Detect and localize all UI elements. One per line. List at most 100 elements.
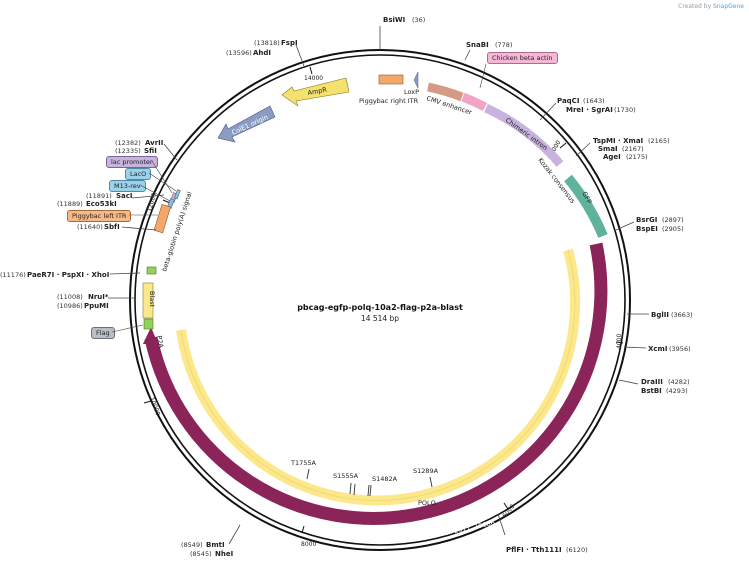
site-sfii-pos: (12335) <box>115 147 141 155</box>
loxp-label: LoxP <box>404 88 419 96</box>
site-bstbi-pos: (4293) <box>666 387 688 395</box>
piggybac-right-itr-label: Piggybac right ITR <box>359 97 419 105</box>
mutation-tick-t1755a <box>306 468 310 480</box>
tick-14000 <box>309 66 313 75</box>
snapgene-watermark: Created by SnapGene <box>678 3 744 10</box>
cole1-origin-feature <box>217 105 276 143</box>
site-leader-tspmi <box>575 142 591 157</box>
site-leader-xcmi <box>623 346 647 349</box>
tag-chicken-beta-actin: Chicken beta actin <box>487 52 558 64</box>
site-mrei-sgrai-pos: (1730) <box>614 106 636 114</box>
site-leader-sbfi <box>121 226 157 231</box>
tick-8000 <box>301 525 305 534</box>
site-leader-draiii <box>618 379 639 385</box>
tick-6000 <box>503 502 509 510</box>
site-leader-bmti <box>228 524 241 545</box>
site-eco53ki-name: Eco53kI <box>86 200 117 208</box>
tick-label-10000: 10000 <box>148 396 161 417</box>
plasmid-name: pbcag-egfp-polq-10a2-flag-p2a-blast <box>297 303 463 312</box>
small-green-feature <box>146 266 157 275</box>
site-eco53ki-pos: (11889) <box>57 200 83 208</box>
site-paqci-name: PaqCI <box>557 97 579 105</box>
blast-label: Blast <box>148 291 156 308</box>
mutation-tick-s1482a <box>367 484 370 497</box>
chicken-beta-actin-feature <box>461 92 488 112</box>
site-smai-pos: (2167) <box>622 145 644 153</box>
site-nhei-name: NheI <box>215 550 233 558</box>
tag-flag: Flag <box>91 327 115 339</box>
site-paer7i-pspxi-xhoi-name: PaeR7I · PspXI · XhoI <box>27 271 109 279</box>
tick-label-8000: 8000 <box>301 541 316 548</box>
gfp-feature <box>564 174 608 238</box>
translation-arrowhead <box>143 327 158 344</box>
site-pflfi-tth111i-name: PflFI · Tth111I <box>506 546 562 554</box>
tick-label-12000: 12000 <box>146 192 158 212</box>
site-fspi-name: FspI <box>281 39 298 47</box>
site-bmti-name: BmtI <box>206 541 225 549</box>
ampr-label: AmpR <box>307 86 328 97</box>
site-leader-saci <box>131 194 165 199</box>
site-leader-paqci <box>539 102 557 121</box>
site-pflfi-tth111i-pos: (6120) <box>566 546 588 554</box>
site-sbfi-name: SbfI <box>104 223 120 231</box>
site-bmti-pos: (8549) <box>181 541 203 549</box>
tag-laco: LacO <box>125 168 152 180</box>
site-nrui-name: NruI* <box>88 293 109 301</box>
mutation-tick-s1555a <box>349 482 352 495</box>
mutation-label-t1755a: T1755A <box>290 459 317 467</box>
beta-globin-polya-label: beta-globin poly(A) signal <box>160 190 194 272</box>
mutation-label-s1482a: S1482A <box>372 475 398 483</box>
site-sfii-name: SfiI <box>144 147 157 155</box>
p2a-label: P2A <box>155 335 165 349</box>
tag-m13-rev: M13-rev <box>109 180 146 192</box>
site-bstbi-name: BstBI <box>641 387 662 395</box>
site-bsrgi-name: BsrGI <box>636 216 657 224</box>
site-leader-snabi <box>464 49 471 61</box>
site-saci-pos: (11891) <box>86 192 112 200</box>
site-leader-bsrgi <box>615 221 635 231</box>
site-sbfi-pos: (11640) <box>77 223 103 231</box>
site-bsrgi-pos: (2897) <box>662 216 684 224</box>
site-saci-name: SacI <box>116 192 133 200</box>
site-paqci-pos: (1643) <box>583 97 605 105</box>
site-tspmi-xmai-pos: (2165) <box>648 137 670 145</box>
piggybac-right-itr-feature <box>378 74 404 85</box>
site-bspei-name: BspEI <box>636 225 658 233</box>
site-tspmi-xmai-name: TspMI · XmaI <box>593 137 643 145</box>
tick-4000 <box>615 341 624 344</box>
tick-label-14000: 14000 <box>304 75 323 82</box>
tick-label-4000: 4000 <box>616 334 623 349</box>
site-bsiwi-pos: (36) <box>412 16 425 24</box>
site-ppumi-pos: (10986) <box>57 302 83 310</box>
site-draiii-pos: (4282) <box>668 378 690 386</box>
backbone-inner-circle <box>134 54 626 546</box>
translation-label: Translation 2917..10686 <box>416 519 496 543</box>
site-agei-pos: (2175) <box>626 153 648 161</box>
site-bglii-name: BglII <box>651 311 669 319</box>
site-snabi-name: SnaBI <box>466 41 489 49</box>
tag-piggybac-left-itr: Piggybac left ITR <box>67 210 132 222</box>
laco-feature <box>174 189 181 200</box>
site-bglii-pos: (3663) <box>671 311 693 319</box>
site-paer7i-pos: (11176) <box>0 271 26 279</box>
tick-2000 <box>559 142 567 149</box>
site-ppumi-name: PpuMI <box>84 302 109 310</box>
tag-lac-promoter: lac promoter <box>106 156 158 168</box>
site-mrei-sgrai-name: MreI · SgrAI <box>566 106 613 114</box>
site-bspei-pos: (2905) <box>662 225 684 233</box>
site-leader-paer7i <box>109 272 141 275</box>
site-ahdi-pos: (13596) <box>226 49 252 57</box>
site-nhei-pos: (8545) <box>190 550 212 558</box>
loxp-feature <box>413 71 419 89</box>
cmv-enhancer-feature <box>427 82 464 102</box>
site-agei-name: AgeI <box>603 153 621 161</box>
site-bsiwi-name: BsiWI <box>383 16 405 24</box>
site-leader-fspi <box>295 44 305 67</box>
mutation-tick-s1289a <box>429 476 433 488</box>
site-draiii-name: DraIII <box>641 378 663 386</box>
translation-arc <box>144 242 608 525</box>
p2a-feature <box>143 318 154 330</box>
site-xcmi-pos: (3956) <box>669 345 691 353</box>
site-nrui-pos: (11008) <box>57 293 83 301</box>
